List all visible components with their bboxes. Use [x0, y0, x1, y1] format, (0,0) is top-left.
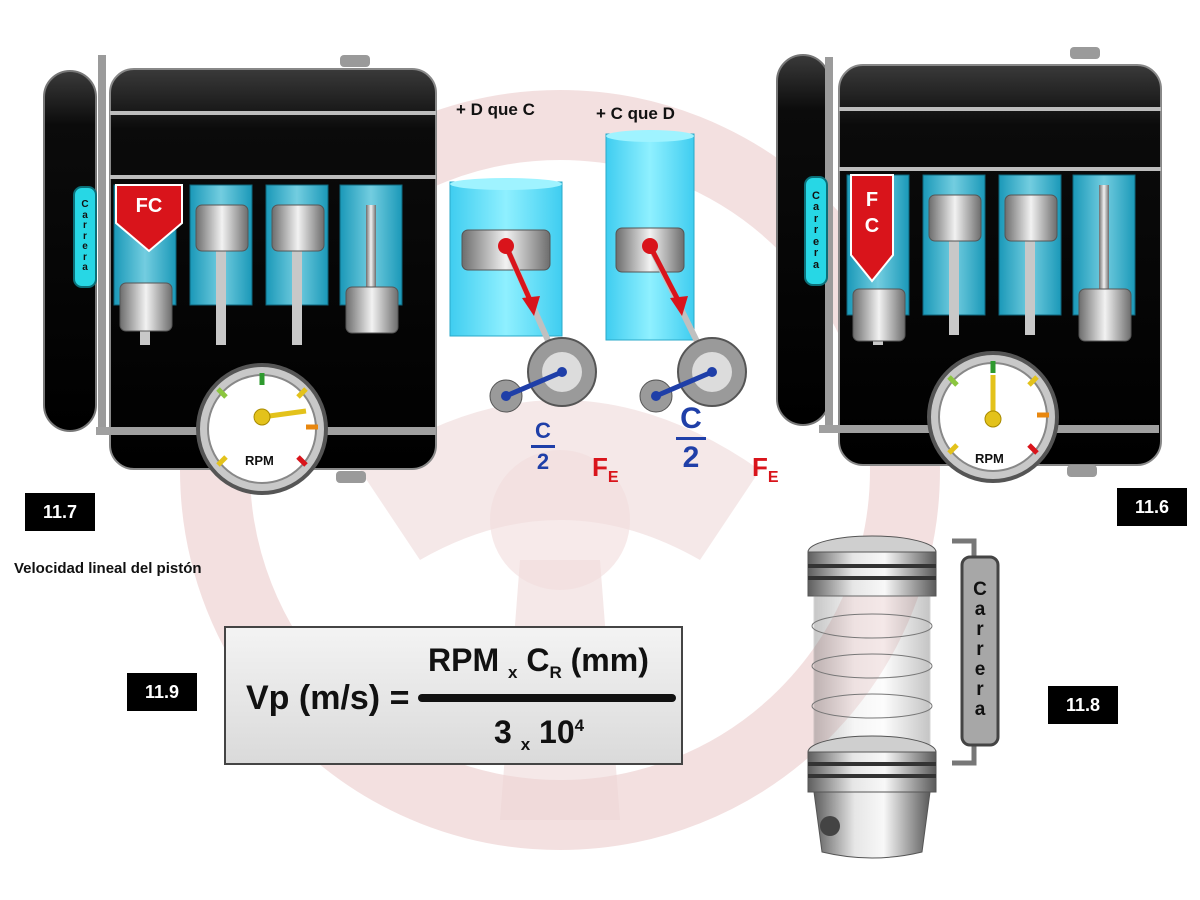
force-label-left: FE	[592, 452, 619, 487]
header-right: + C que D	[596, 104, 675, 123]
carrera-letter: C	[81, 199, 89, 211]
half-stroke-num: C	[680, 402, 702, 435]
carrera-bracket	[952, 538, 1000, 766]
formula-denominator: 3 x 104	[494, 714, 585, 754]
formula-numerator: RPM x CR (mm)	[428, 642, 649, 682]
crank-diagrams	[449, 130, 747, 413]
fc-badge-right: F C	[851, 187, 893, 239]
formula-lhs: Vp (m/s) =	[246, 679, 410, 717]
formula-fraction-bar	[418, 694, 676, 702]
figure-tag-11-8: 11.8	[1048, 686, 1118, 724]
caption-piston-speed: Velocidad lineal del pistón	[14, 560, 202, 577]
force-main: F	[752, 452, 768, 482]
force-main: F	[592, 452, 608, 482]
fc-badge-right-line2: C	[864, 215, 880, 237]
force-label-right: FE	[752, 452, 779, 487]
fraction-bar	[531, 445, 555, 448]
carrera-letter: e	[82, 241, 88, 253]
carrera-letter: r	[976, 619, 984, 641]
carrera-letter: a	[974, 599, 986, 621]
den-times: x	[520, 735, 531, 754]
figure-tag-11-9: 11.9	[127, 673, 197, 711]
carrera-letter: a	[812, 258, 820, 271]
den-exp: 4	[574, 716, 585, 735]
half-stroke-den: 2	[682, 441, 700, 474]
fc-badge-left: FC	[135, 195, 163, 217]
carrera-capsule-left: C a r r e r a	[74, 189, 96, 285]
carrera-letter: e	[974, 658, 986, 680]
num-c: C	[526, 642, 550, 678]
figure-tag-11-6: 11.6	[1117, 488, 1187, 526]
fc-badge-right-line1: F	[865, 189, 879, 211]
engine-left: FC C a r r e r a RPM	[40, 55, 440, 495]
force-sub: E	[767, 469, 779, 487]
carrera-letter: r	[83, 230, 87, 242]
half-stroke-left: C 2	[531, 418, 555, 475]
den-pow: 10	[539, 714, 575, 750]
num-times: x	[508, 663, 518, 682]
num-rpm: RPM	[428, 642, 500, 678]
carrera-letter: r	[976, 639, 984, 661]
force-sub: E	[607, 469, 619, 487]
carrera-letter: r	[83, 251, 87, 263]
carrera-letter: C	[973, 579, 987, 601]
den-base: 3	[494, 714, 512, 750]
header-left: + D que C	[456, 100, 535, 119]
engine-left-body	[43, 55, 437, 495]
carrera-letter: a	[82, 262, 88, 274]
carrera-letter: C	[812, 189, 820, 202]
carrera-letter: e	[812, 235, 820, 248]
half-stroke-right: C 2	[676, 402, 706, 475]
half-stroke-den: 2	[536, 449, 550, 474]
engine-right-body	[776, 47, 1162, 483]
rpm-label-left: RPM	[245, 453, 274, 468]
carrera-letter: r	[813, 247, 819, 260]
num-unit: (mm)	[570, 642, 649, 678]
carrera-label-stack: C a r r e r a	[962, 558, 998, 742]
fraction-bar	[676, 437, 706, 440]
piston-stack	[807, 535, 937, 859]
carrera-letter: a	[812, 201, 820, 214]
carrera-letter: a	[82, 209, 88, 221]
carrera-letter: r	[976, 678, 984, 700]
engine-right: F C C a r r e r a RPM	[775, 45, 1165, 485]
carrera-capsule-right: C a r r e r a	[805, 179, 827, 283]
carrera-letter: a	[974, 698, 986, 720]
carrera-letter: r	[813, 224, 819, 237]
num-c-sub: R	[549, 663, 562, 682]
carrera-letter: r	[813, 212, 819, 225]
rpm-label-right: RPM	[975, 451, 1004, 466]
carrera-letter: r	[83, 220, 87, 232]
figure-tag-11-7: 11.7	[25, 493, 95, 531]
half-stroke-num: C	[535, 418, 551, 443]
